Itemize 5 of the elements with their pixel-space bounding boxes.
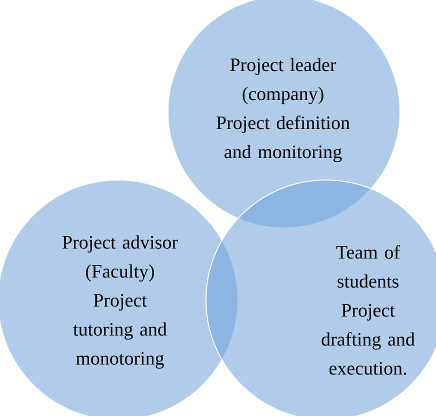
venn-circle bbox=[0, 180, 238, 416]
circle-label: Project leader (company) Project definition and monitoring bbox=[216, 58, 350, 162]
venn-circle bbox=[206, 180, 436, 416]
circle-label: Project advisor (Faculty) Project tutoring and monotoring bbox=[62, 235, 178, 369]
circle-label: Team of students Project drafting and execution. bbox=[322, 245, 415, 375]
